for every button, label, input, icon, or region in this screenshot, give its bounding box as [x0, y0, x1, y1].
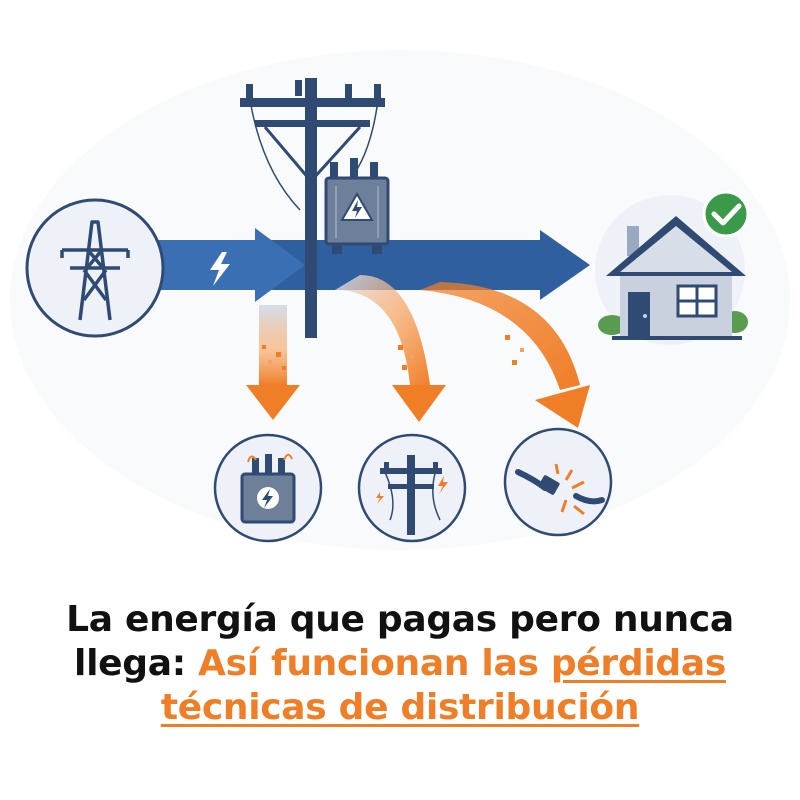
lightning-bolt-icon [210, 252, 230, 286]
checkmark-icon [702, 190, 750, 238]
headline-orange-part: Así funcionan las [198, 643, 551, 684]
headline-dark-part: llega: [74, 643, 199, 684]
utility-pole-top [240, 78, 385, 338]
transformer-icon [240, 453, 296, 524]
headline-underlined-part-2: técnicas de distribución [160, 687, 640, 728]
headline-line-3: técnicas de distribución [0, 686, 800, 730]
headline-line-2: llega: Así funcionan las pérdidas [0, 642, 800, 686]
loss-arrow-3 [420, 282, 590, 428]
headline: La energía que pagas pero nunca llega: A… [0, 598, 800, 730]
warning-triangle-icon [340, 191, 374, 221]
broken-cable-icon [515, 463, 605, 516]
transmission-tower-icon [60, 220, 130, 321]
loss-arrow-2 [335, 275, 446, 422]
utility-pole-icon [376, 455, 448, 535]
energy-loss-diagram [25, 78, 750, 543]
house-icon [598, 216, 748, 340]
headline-underlined-part-1: pérdidas [550, 643, 726, 684]
loss-circle-cable [503, 427, 613, 537]
headline-line-1: La energía que pagas pero nunca [66, 599, 734, 640]
loss-arrow-1 [246, 305, 300, 420]
